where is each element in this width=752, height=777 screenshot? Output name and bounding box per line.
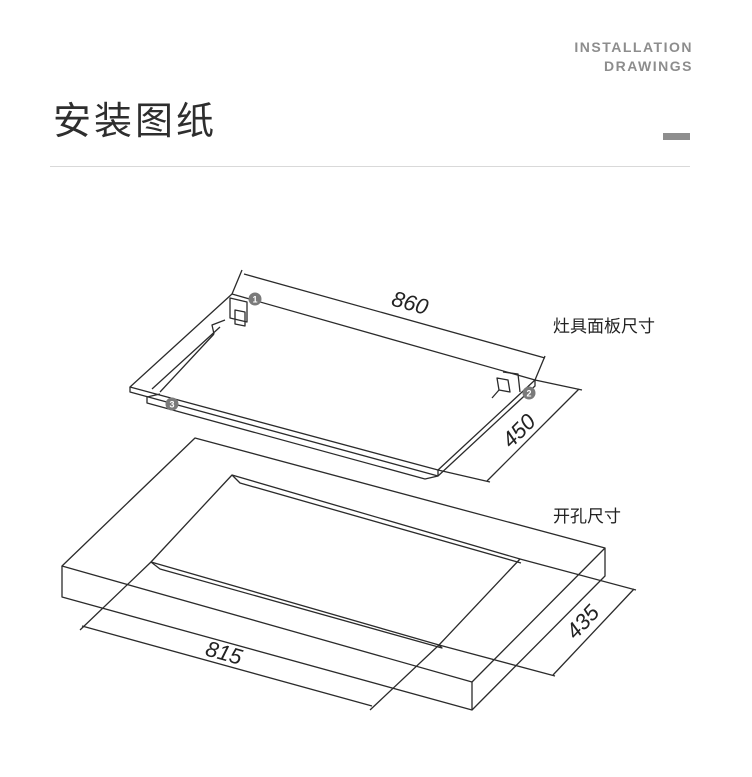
cooktop-panel	[129, 293, 536, 480]
cutout-hole	[150, 474, 522, 649]
accent-bar	[663, 133, 690, 140]
header-divider	[50, 166, 690, 167]
page-title: 安装图纸	[53, 99, 218, 143]
english-title: INSTALLATION DRAWINGS	[574, 38, 693, 76]
power-connector-1	[151, 297, 248, 393]
dimension-860	[231, 269, 546, 381]
dimension-435	[438, 558, 637, 677]
svg-text:2: 2	[526, 389, 531, 399]
cutout-depth-label: 435	[561, 599, 605, 643]
marker-1: 1	[248, 292, 262, 306]
marker-2: 2	[522, 386, 536, 400]
countertop	[61, 437, 606, 711]
panel-width-label: 860	[389, 286, 432, 320]
cutout-width-label: 815	[203, 636, 246, 670]
english-title-line2: DRAWINGS	[604, 58, 693, 74]
marker-3: 3	[165, 397, 179, 411]
svg-text:1: 1	[252, 295, 257, 305]
svg-text:3: 3	[169, 400, 174, 410]
power-connector-2	[491, 371, 521, 399]
cutout-size-label: 开孔尺寸	[553, 507, 621, 527]
panel-size-label: 灶具面板尺寸	[553, 317, 655, 337]
dimension-450	[437, 379, 583, 483]
dimension-815	[79, 561, 440, 711]
english-title-line1: INSTALLATION	[574, 39, 693, 55]
